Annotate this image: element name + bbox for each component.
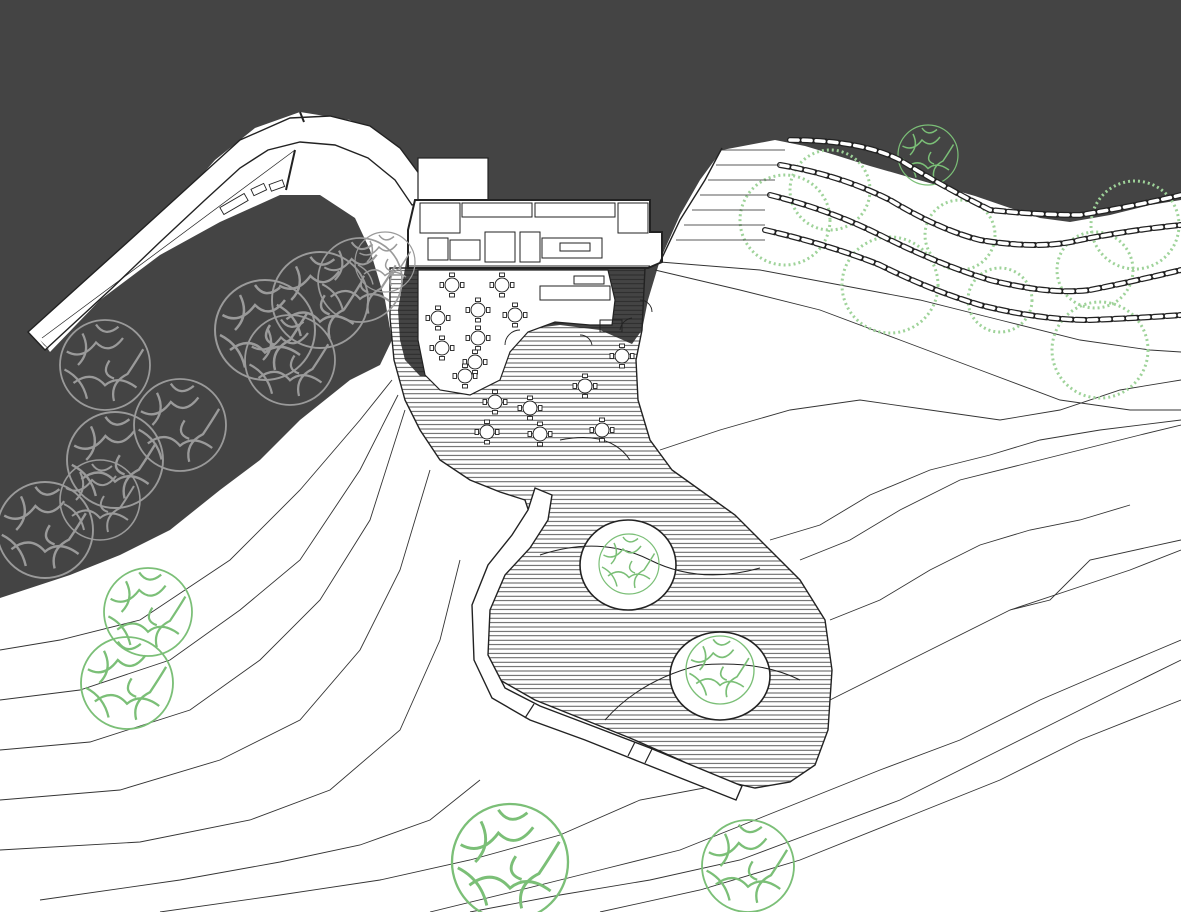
shrub-canopy (1050, 300, 1150, 400)
ramp-joint (644, 748, 653, 764)
doors (504, 299, 653, 346)
shrub-canopy (1055, 230, 1135, 310)
terrain-contours (0, 261, 1181, 912)
entrance-block (417, 157, 489, 201)
contour-line (769, 419, 1181, 541)
bench (219, 192, 249, 216)
contour-line (159, 784, 721, 912)
tree-canopy-symbol (452, 804, 568, 912)
ramp-joint (627, 741, 636, 757)
contour-line (0, 394, 399, 701)
bench-arc (604, 663, 801, 721)
contour-line (829, 549, 1181, 701)
interior-walls (408, 202, 650, 333)
contour-line (0, 409, 406, 751)
contour-line (799, 424, 1181, 561)
contour-line (659, 261, 1181, 353)
shrub-canopy (738, 173, 832, 267)
shrub-canopy (923, 198, 997, 272)
contour-line (0, 469, 431, 801)
boardwalk-edge (41, 149, 296, 339)
bench (268, 179, 286, 192)
ramp-walkway (471, 487, 743, 801)
boardwalk-path (26, 115, 431, 351)
contour-line (469, 659, 1181, 912)
tree-opening-lower (669, 631, 771, 721)
contour-line (654, 269, 1181, 411)
contour-line (599, 699, 1181, 912)
boardwalk-joint (285, 149, 296, 191)
ramp-joint (524, 703, 535, 719)
contour-line (0, 559, 461, 851)
contour-line (1009, 539, 1181, 611)
lower-ramp (471, 487, 743, 801)
contour-line (829, 504, 1131, 621)
contour-line (659, 379, 1181, 451)
boardwalk (26, 111, 431, 351)
contour-line (429, 639, 1181, 912)
contour-line (0, 379, 393, 651)
deck-terraces (389, 267, 833, 789)
contour-line (39, 779, 481, 901)
shore-steps (659, 147, 785, 263)
boulder-walls-fill (763, 138, 1181, 322)
arrow-icon (40, 340, 50, 350)
tree-opening-upper (579, 519, 677, 611)
boardwalk-joint (299, 111, 305, 123)
bench (250, 182, 268, 197)
